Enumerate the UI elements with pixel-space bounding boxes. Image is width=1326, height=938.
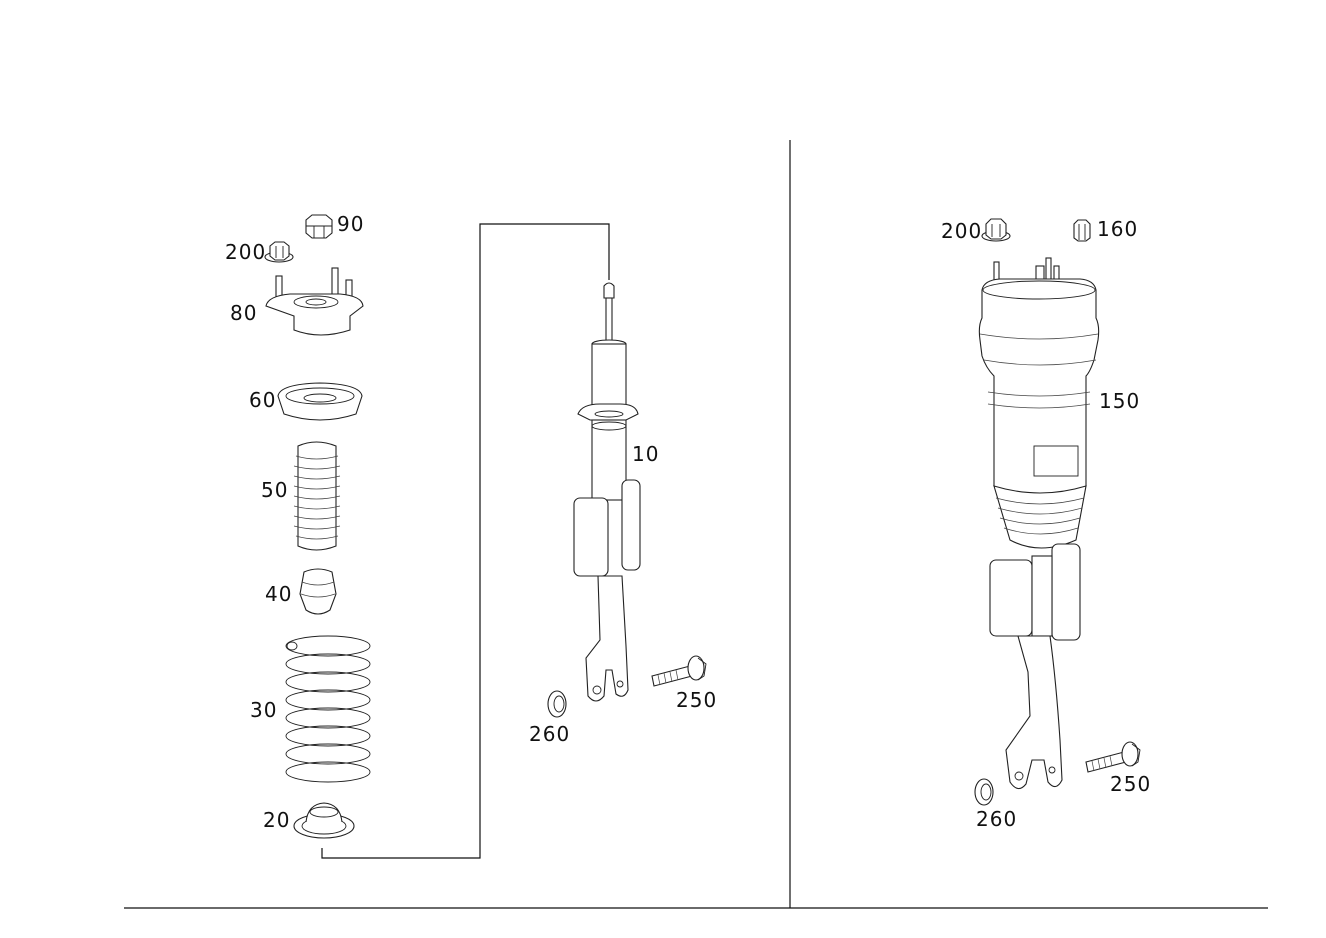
part-50-boot-icon[interactable] [293,441,341,551]
label-250-right: 250 [1110,772,1151,796]
part-150-air-strut-icon[interactable] [978,257,1100,790]
label-160: 160 [1097,217,1138,241]
label-80: 80 [230,301,257,325]
part-250-left-bolt-icon[interactable] [651,655,707,687]
label-60: 60 [249,388,276,412]
label-10: 10 [632,442,659,466]
part-20-lower-seat-icon[interactable] [293,802,355,839]
label-50: 50 [261,478,288,502]
leader-line [321,223,610,859]
part-160-nut-icon[interactable] [1073,219,1091,242]
part-200-flange-nut-icon[interactable] [264,241,294,263]
label-150: 150 [1099,389,1140,413]
label-20: 20 [263,808,290,832]
part-250-right-bolt-icon[interactable] [1085,741,1141,773]
label-200-left: 200 [225,240,266,264]
label-40: 40 [265,582,292,606]
part-80-top-mount-icon[interactable] [265,267,364,336]
label-90: 90 [337,212,364,236]
label-200-right: 200 [941,219,982,243]
label-260-right: 260 [976,807,1017,831]
label-250-left: 250 [676,688,717,712]
part-40-bump-stop-icon[interactable] [299,568,337,615]
frame [124,140,1268,909]
part-260-left-washer-icon[interactable] [547,690,567,718]
part-200-right-nut-icon[interactable] [981,218,1011,242]
part-60-spring-seat-icon[interactable] [277,382,363,421]
label-30: 30 [250,698,277,722]
part-10-strut-icon[interactable] [573,282,641,702]
part-260-right-washer-icon[interactable] [974,778,994,806]
part-90-nut-icon[interactable] [305,214,333,239]
label-260-left: 260 [529,722,570,746]
part-30-coil-spring-icon[interactable] [285,635,371,783]
